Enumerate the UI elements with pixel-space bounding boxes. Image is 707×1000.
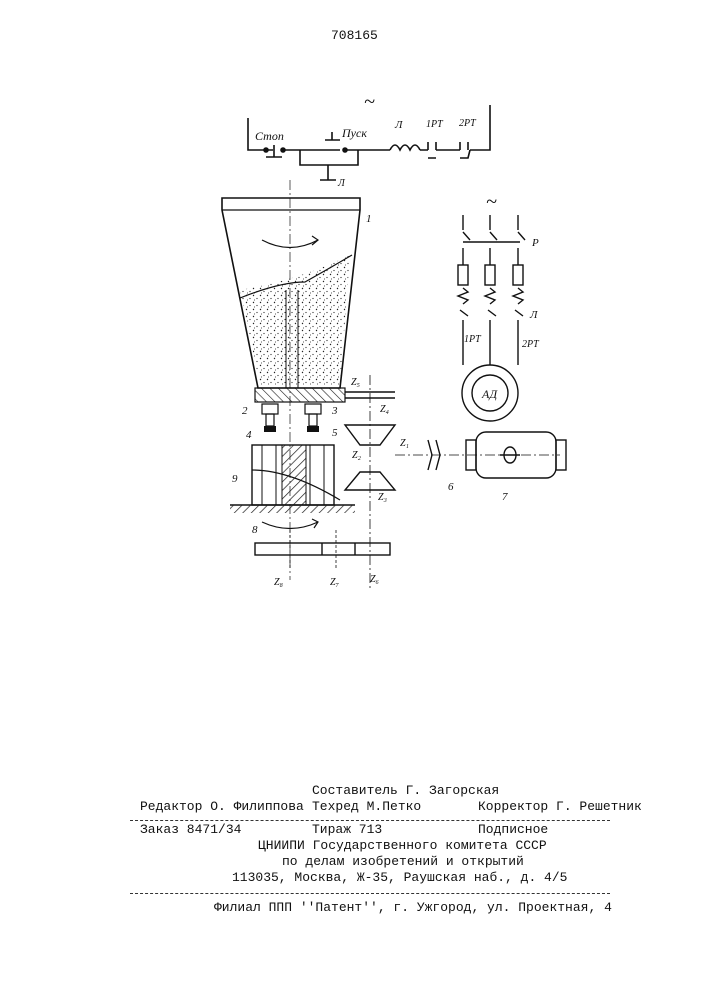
label-9: 9 <box>232 473 238 485</box>
contactor-bottom-label: Л <box>337 178 346 189</box>
rotating-table: 9 8 <box>230 445 355 536</box>
label-1: 1 <box>366 213 372 225</box>
power-circuit: ~ Р Л 1РТ 2РТ АД <box>458 191 540 421</box>
divider-top <box>130 820 610 821</box>
control-circuit: ~ Стоп Пуск Л 1РТ 2РТ Л <box>248 91 490 189</box>
label-6: 6 <box>448 481 454 493</box>
corrector: Корректор Г. Решетник <box>478 799 642 814</box>
compiler: Составитель Г. Загорская <box>312 783 499 798</box>
ac-symbol-top: ~ <box>364 91 375 113</box>
z5-label: Z₅ <box>351 377 361 388</box>
divider-bottom <box>130 893 610 894</box>
technical-drawing: ~ Стоп Пуск Л 1РТ 2РТ Л 1 <box>0 0 707 720</box>
techred: Техред М.Петко <box>312 799 421 814</box>
label-5: 5 <box>332 427 338 439</box>
relay2-label: 2РТ <box>459 118 477 129</box>
z7-label: Z₇ <box>330 577 340 588</box>
stop-label: Стоп <box>255 129 284 143</box>
label-7: 7 <box>502 491 508 503</box>
z8-label: Z₈ <box>274 577 284 588</box>
gear-labels: Z₅ Z₄ Z₂ Z₁ Z₃ Z₈ Z₇ Z₆ 6 7 <box>274 377 508 588</box>
switch-label: Р <box>531 237 539 249</box>
relay1-right-label: 1РТ <box>464 334 482 345</box>
z2-label: Z₂ <box>352 450 362 461</box>
z6-label: Z₆ <box>370 574 380 585</box>
address: 113035, Москва, Ж-35, Раушская наб., д. … <box>232 870 567 885</box>
circulation: Тираж 713 <box>312 822 382 837</box>
relay2-right-label: 2РТ <box>522 339 540 350</box>
dept: по делам изобретений и открытий <box>282 854 524 869</box>
label-4: 4 <box>246 429 252 441</box>
ac-symbol-right: ~ <box>486 191 497 213</box>
label-2: 2 <box>242 405 248 417</box>
contactor-label: Л <box>394 119 403 131</box>
relay1-label: 1РТ <box>426 119 444 130</box>
editor: Редактор О. Филиппова <box>140 799 304 814</box>
start-label: Пуск <box>341 126 367 140</box>
label-8: 8 <box>252 524 258 536</box>
contactor-right-label: Л <box>529 309 538 321</box>
z1-label: Z₁ <box>400 438 409 449</box>
subscription: Подписное <box>478 822 548 837</box>
org: ЦНИИПИ Государственного комитета СССР <box>258 838 547 853</box>
order: Заказ 8471/34 <box>140 822 241 837</box>
hopper: 1 2 3 4 5 <box>222 180 395 580</box>
z4-label: Z₄ <box>380 404 390 415</box>
label-3: 3 <box>331 405 338 417</box>
branch: Филиал ППП ''Патент'', г. Ужгород, ул. П… <box>214 900 612 915</box>
motor-label: АД <box>481 387 499 401</box>
z3-label: Z₃ <box>378 492 388 503</box>
